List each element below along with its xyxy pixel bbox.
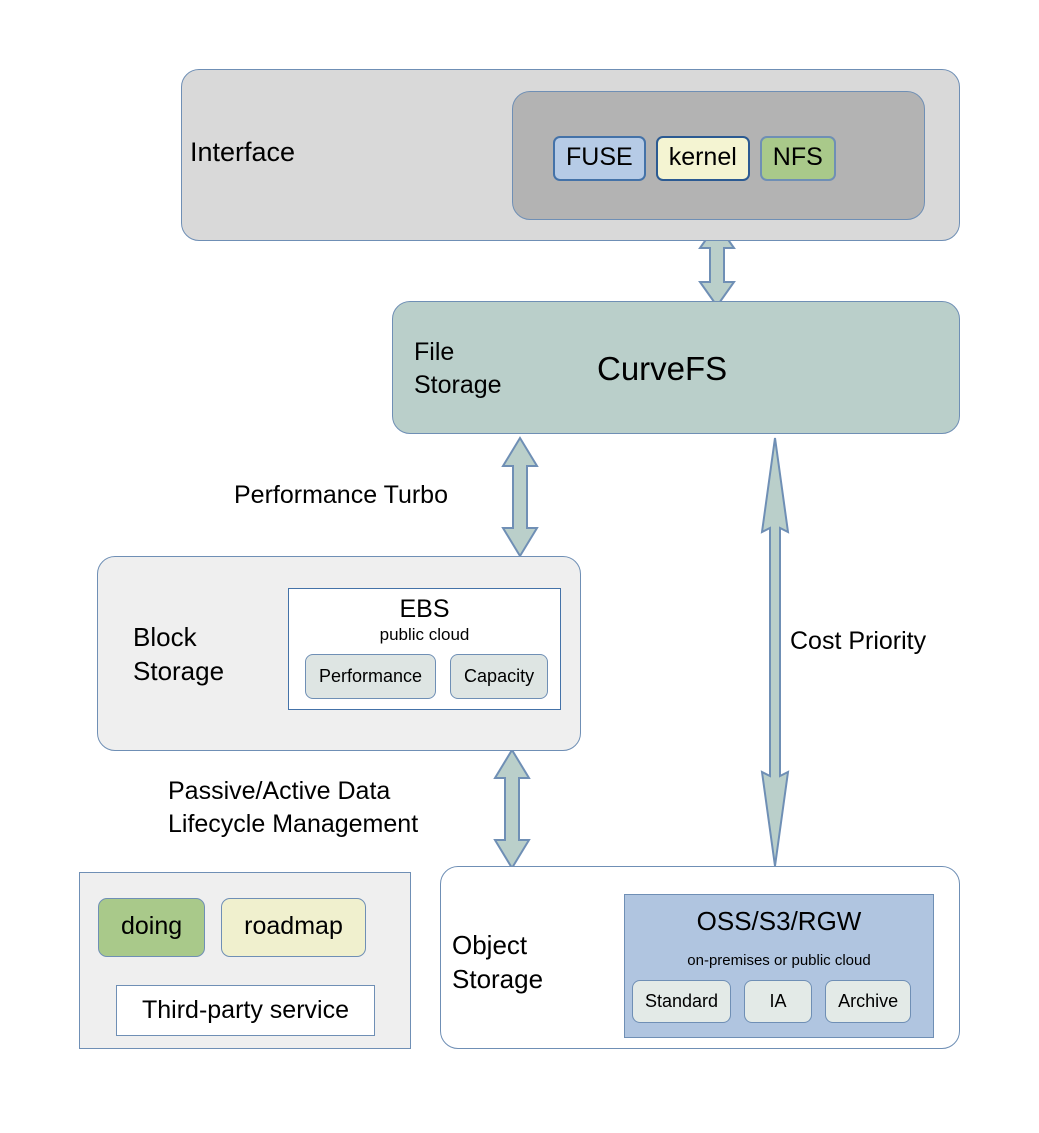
edge-label-lifecycle-management: Passive/Active Data Lifecycle Management	[168, 777, 419, 838]
ebs-title: EBS	[399, 595, 450, 623]
oss-subtitle: on-premises or public cloud	[687, 952, 871, 969]
legend-chip-doing: doing	[98, 898, 206, 957]
chip-nfs[interactable]: NFS	[759, 136, 836, 181]
arrow-block-storage-to-object-storage	[493, 748, 531, 870]
curvefs-box[interactable]	[392, 301, 960, 434]
block-storage-side-label: Block Storage	[133, 622, 225, 686]
oss-tier-chips: Standard IA Archive	[632, 980, 912, 1023]
interface-protocol-chips: FUSE kernel NFS	[553, 136, 836, 181]
object-storage-side-label: Object Storage	[452, 930, 544, 994]
curvefs-side-label: File Storage	[414, 338, 502, 399]
tier-standard[interactable]: Standard	[632, 980, 732, 1023]
chip-kernel[interactable]: kernel	[655, 136, 750, 181]
chip-fuse[interactable]: FUSE	[553, 136, 646, 181]
legend-chip-roadmap: roadmap	[221, 898, 366, 957]
tier-capacity[interactable]: Capacity	[450, 654, 549, 699]
legend-chip-third-party-service: Third-party service	[116, 985, 375, 1036]
ebs-tier-chips: Performance Capacity	[305, 654, 549, 699]
legend-status-chips: doing roadmap	[98, 898, 366, 957]
oss-title: OSS/S3/RGW	[696, 906, 862, 936]
tier-performance[interactable]: Performance	[305, 654, 437, 699]
edge-label-performance-turbo: Performance Turbo	[234, 481, 448, 509]
tier-ia[interactable]: IA	[744, 980, 813, 1023]
edge-label-cost-priority: Cost Priority	[790, 627, 927, 655]
interface-label: Interface	[190, 137, 296, 167]
arrow-curvefs-to-block-storage	[501, 436, 539, 558]
tier-archive[interactable]: Archive	[825, 980, 912, 1023]
curvefs-title: CurveFS	[597, 350, 728, 387]
ebs-subtitle: public cloud	[379, 625, 470, 644]
